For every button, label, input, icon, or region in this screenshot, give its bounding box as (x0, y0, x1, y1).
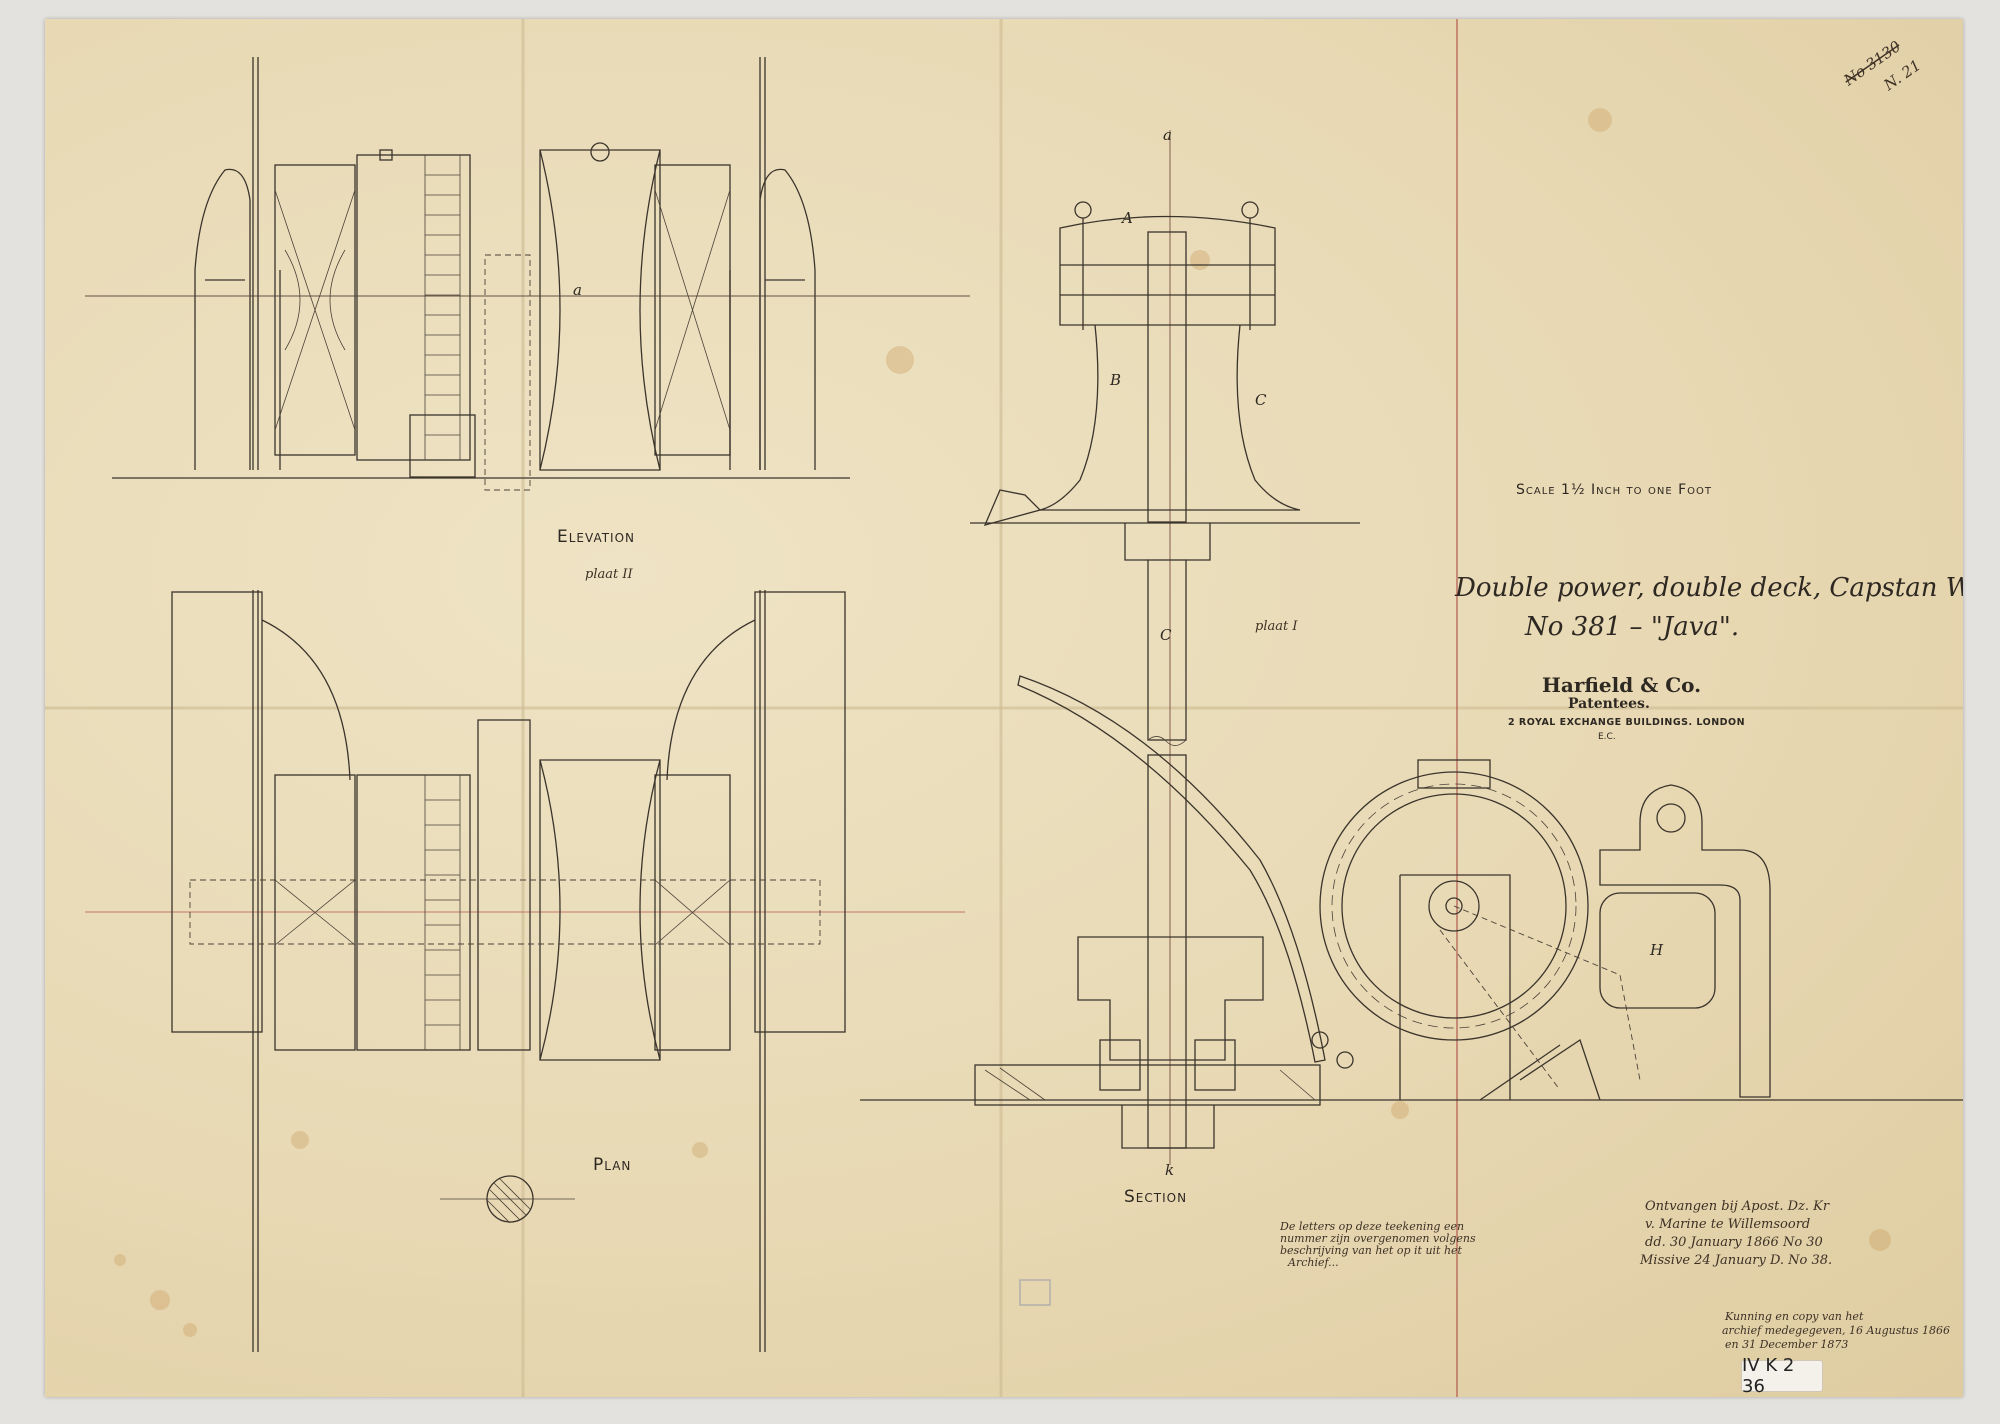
maker-address: 2 Royal Exchange Buildings. London (1508, 717, 1745, 728)
section-plate-label: plaat I (1255, 619, 1298, 634)
drawing-title: Double power, double deck, Capstan Windl… (1454, 573, 1963, 603)
drawing-number: No 381 – "Java". (1524, 612, 1739, 642)
plan-label: Plan (593, 1155, 631, 1175)
section-label: Section (1124, 1187, 1187, 1207)
note-line: nummer zijn overgenomen volgens (1280, 1232, 1476, 1245)
letter-A: A (1120, 209, 1133, 227)
archive-number: IV K 2 36 (1742, 1355, 1795, 1397)
dutch-note: De letters op deze teekening een nummer … (1279, 1220, 1476, 1269)
note-line: De letters op deze teekening een (1279, 1220, 1464, 1233)
note-line: archief medegegeven, 16 Augustus 1866 (1722, 1324, 1950, 1337)
note-line: beschrijving van het op it uit het (1280, 1244, 1463, 1257)
receipt-note: Ontvangen bij Apost. Dz. Kr v. Marine te… (1639, 1199, 1832, 1268)
maker-name: Harfield & Co. (1542, 673, 1701, 697)
copy-note: Kunning en copy van het archief medegege… (1722, 1310, 1950, 1351)
note-line: v. Marine te Willemsoord (1645, 1217, 1810, 1232)
note-line: Missive 24 January D. No 38. (1639, 1253, 1832, 1268)
elevation-view (85, 57, 970, 491)
note-line: en 31 December 1873 (1725, 1338, 1848, 1351)
scale-text: Scale 1½ Inch to one Foot (1516, 482, 1712, 498)
note-line: Archief... (1287, 1256, 1339, 1269)
note-line: dd. 30 January 1866 No 30 (1645, 1235, 1823, 1250)
letter-B: B (1109, 371, 1121, 389)
part-letters: a A B C C k H a (573, 126, 1664, 1179)
maker-subtitle: Patentees. (1568, 696, 1650, 712)
corner-note: No 3130 N. 21 (1840, 37, 1925, 95)
letter-C-shaft: C (1160, 626, 1172, 644)
letter-k: k (1165, 1161, 1174, 1179)
archive-label: IV K 2 36 (1741, 1355, 1823, 1397)
letter-H: H (1649, 941, 1664, 959)
note-line: Kunning en copy van het (1724, 1310, 1864, 1323)
maker-district: E.C. (1598, 732, 1616, 742)
elevation-plate-label: plaat II (585, 567, 633, 582)
note-line: Ontvangen bij Apost. Dz. Kr (1645, 1199, 1830, 1214)
plan-view (171, 590, 846, 1352)
drawing-sheet: a A B C C k H a Elevation plaat II Plan … (45, 19, 1963, 1397)
letter-a-elevation: a (573, 281, 582, 299)
letter-a: a (1163, 126, 1172, 144)
letter-C: C (1255, 391, 1267, 409)
section-view (860, 130, 1963, 1306)
elevation-label: Elevation (557, 527, 635, 547)
technical-drawing: a A B C C k H a Elevation plaat II Plan … (45, 19, 1963, 1397)
